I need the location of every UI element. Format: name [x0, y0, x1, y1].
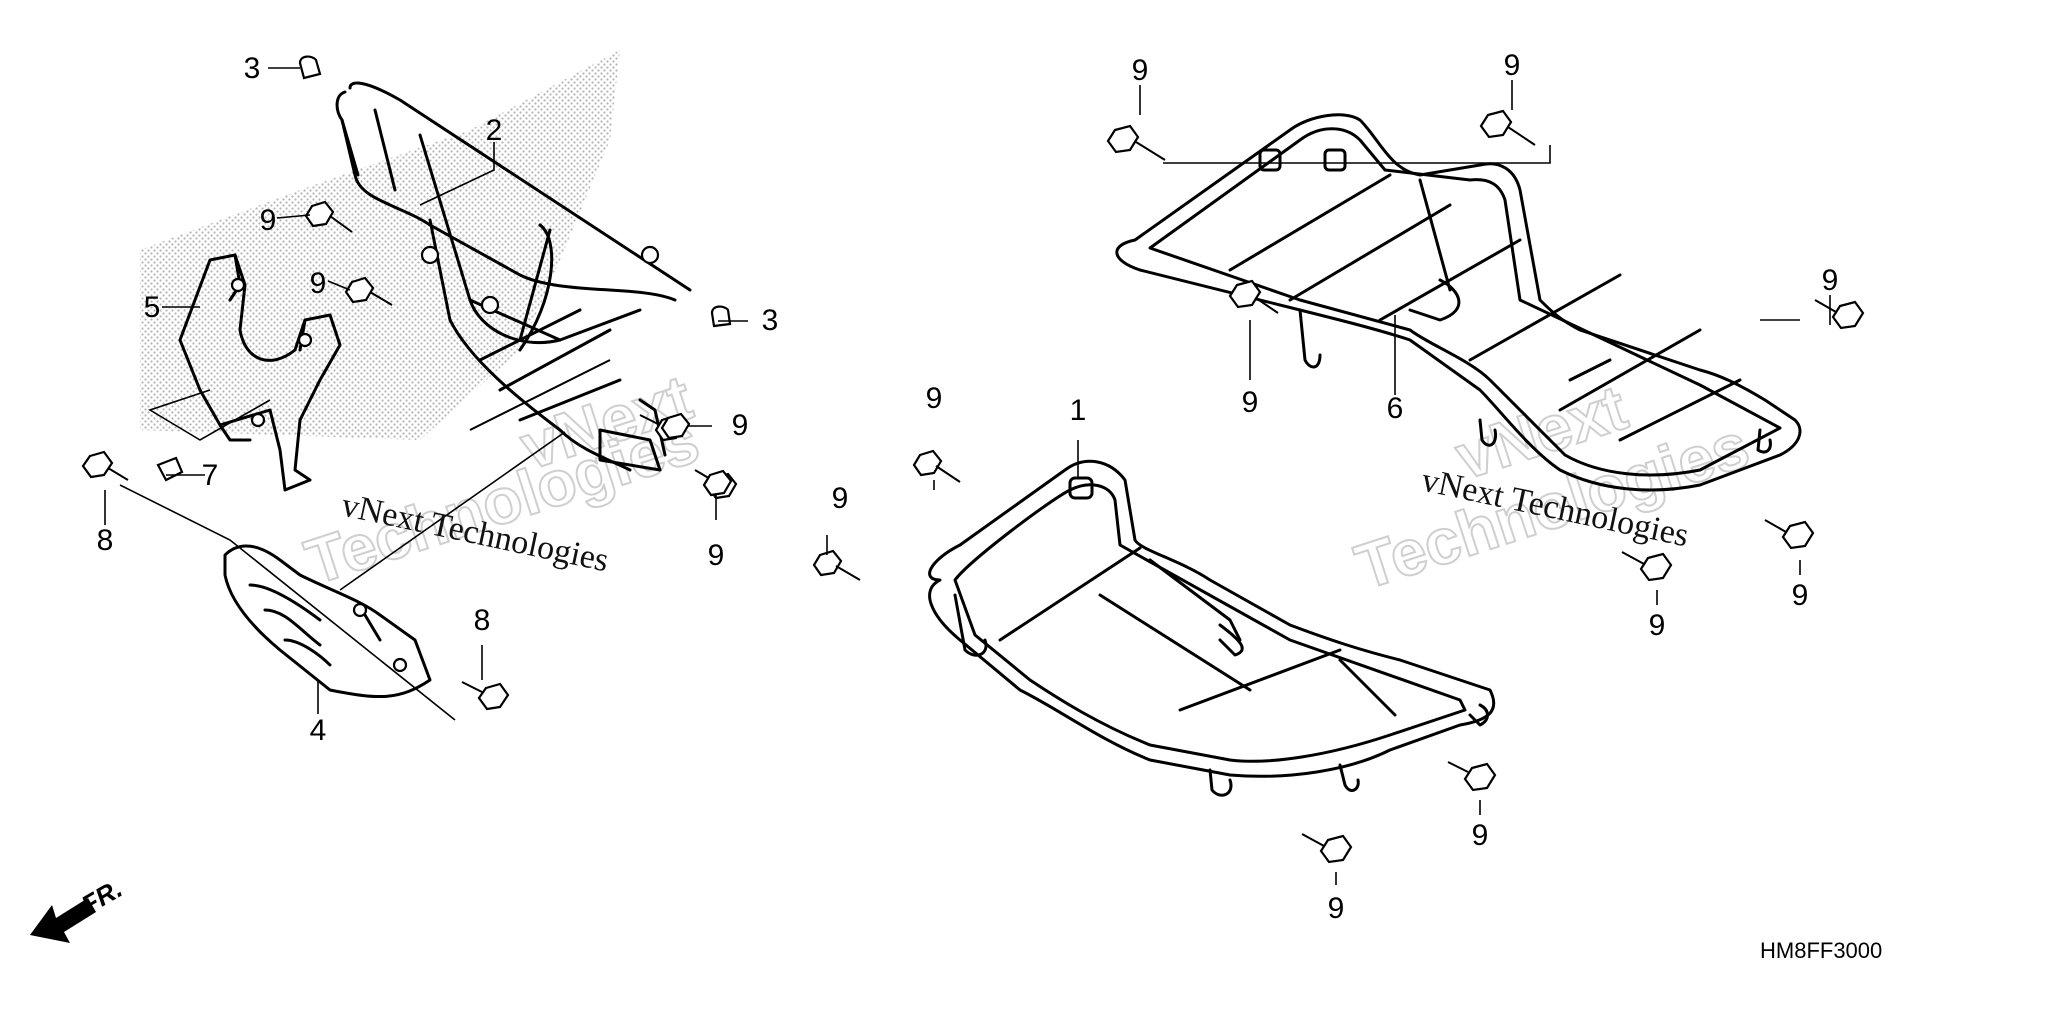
- skid-plate-4: [223, 544, 432, 698]
- callout-3-right: 3: [762, 304, 779, 337]
- bolt-9-i: [1228, 279, 1279, 314]
- callout-9-carrier6-left: 9: [1242, 386, 1259, 419]
- callout-8-right: 8: [474, 604, 491, 637]
- bolt-9-f: [812, 549, 861, 581]
- bolt-9-h: [1479, 109, 1536, 146]
- callout-8-left: 8: [97, 524, 114, 557]
- callout-4: 4: [310, 714, 327, 747]
- dotted-shading: [140, 50, 620, 440]
- callout-6: 6: [1387, 392, 1404, 425]
- bolt-9-e: [912, 449, 961, 483]
- bolt-9-b: [344, 276, 393, 306]
- cap-3-right: [710, 305, 732, 328]
- diagram-code: HM8FF3000: [1760, 938, 1882, 963]
- bolt-9-l: [1621, 551, 1673, 582]
- bolt-9-m: [1447, 761, 1497, 792]
- callout-9-guard-right: 9: [732, 409, 749, 442]
- callout-9-left-middle: 9: [310, 267, 327, 300]
- callout-9-carrier1-bottom: 9: [1328, 892, 1345, 925]
- bolt-9-p: [702, 469, 733, 497]
- bracket-5: [178, 253, 342, 492]
- callout-9-carrier6-right: 9: [1822, 264, 1839, 297]
- bolt-9-o: [660, 412, 691, 440]
- bolt-8-b: [461, 681, 510, 711]
- carrier-1: [928, 459, 1496, 797]
- callout-2: 2: [486, 114, 503, 147]
- bolt-9-k: [1764, 519, 1815, 550]
- bolt-9-j: [1814, 299, 1865, 330]
- front-arrow-icon: [30, 898, 96, 943]
- bolt-8-a: [81, 450, 129, 481]
- callout-3-top: 3: [244, 52, 261, 85]
- clip-7: [156, 456, 184, 482]
- front-guard-frame: [335, 81, 692, 472]
- callout-9-top-right: 9: [1504, 49, 1521, 82]
- callouts: 1 2 3 3 4 5 6 7 8 8 9 9 9 9 9 9 9 9 9 9 …: [97, 49, 1839, 925]
- callout-7: 7: [202, 459, 219, 492]
- bolt-9-a: [304, 200, 353, 233]
- leader-lines: [104, 67, 1831, 885]
- callout-9-left-upper: 9: [260, 204, 277, 237]
- cap-3-top: [298, 55, 322, 80]
- callout-9-carrier6-lower-right: 9: [1792, 579, 1809, 612]
- callout-9-carrier6-lower: 9: [1649, 609, 1666, 642]
- callout-9-carrier1-right: 9: [1472, 819, 1489, 852]
- fasteners: [81, 55, 1865, 864]
- callout-9-center-left: 9: [832, 482, 849, 515]
- callout-9-guard-lower: 9: [708, 539, 725, 572]
- watermark-outline: Technologies vNext Technologies vNext: [296, 360, 1758, 604]
- carrier-6: [1115, 113, 1802, 492]
- callout-9-center-upper: 9: [926, 382, 943, 415]
- callout-1: 1: [1070, 394, 1087, 427]
- bolt-9-g: [1106, 124, 1166, 161]
- front-direction-marker: FR.: [30, 873, 127, 943]
- bolt-9-n: [1301, 833, 1353, 864]
- callout-5: 5: [144, 291, 161, 324]
- callout-9-top-left: 9: [1132, 54, 1149, 87]
